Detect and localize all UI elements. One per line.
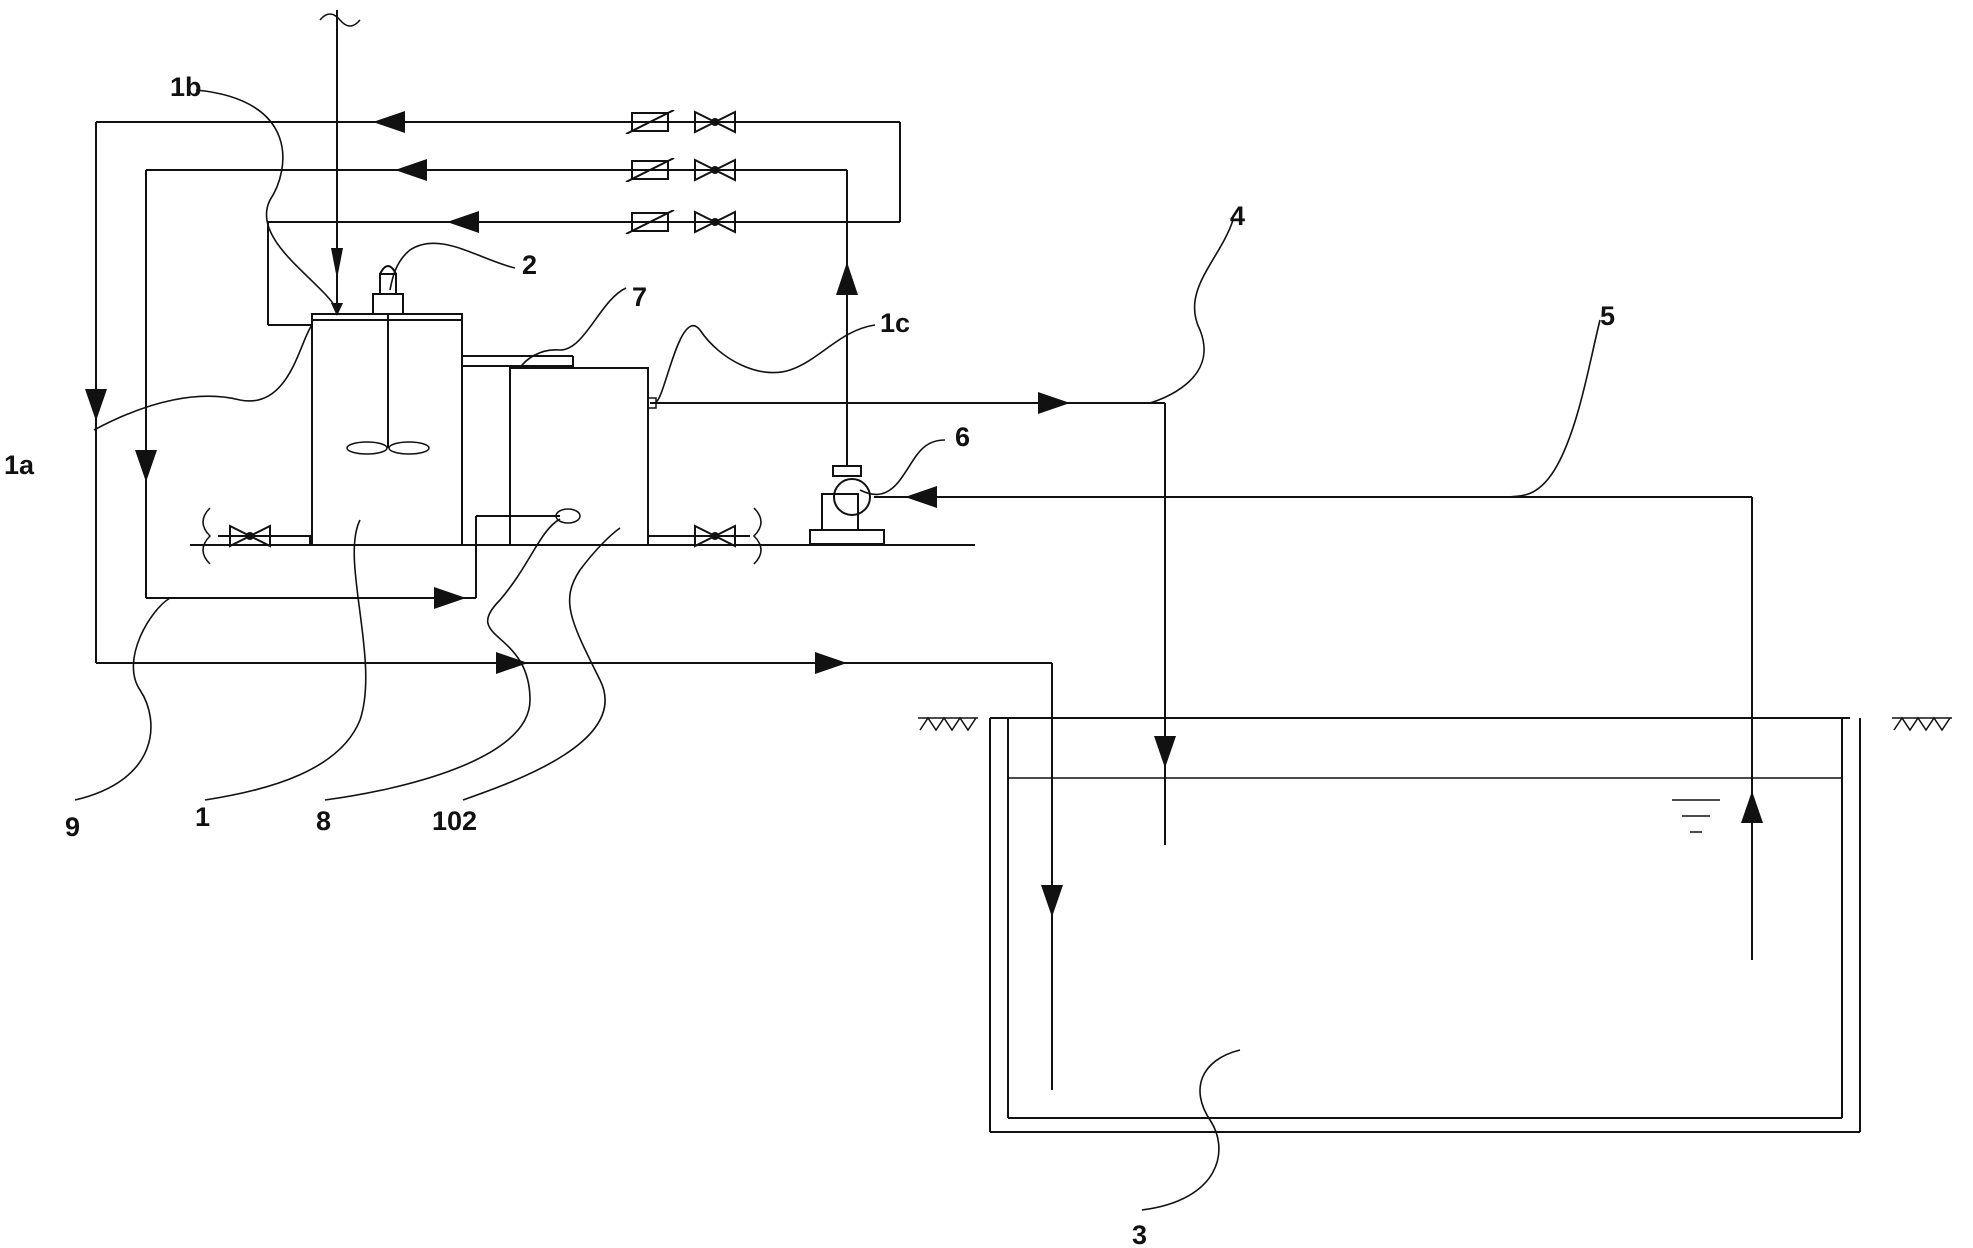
arrow-icon	[496, 652, 528, 674]
flow-arrows	[85, 111, 1763, 917]
label-1b: 1b	[170, 72, 202, 102]
mixing-tank-1	[311, 265, 463, 546]
arrow-icon	[447, 211, 479, 233]
arrow-icon	[434, 587, 466, 609]
supply-line-break	[319, 13, 361, 27]
label-1a: 1a	[4, 450, 35, 480]
label-5: 5	[1600, 301, 1615, 331]
label-4: 4	[1230, 201, 1245, 231]
label-6: 6	[955, 422, 970, 452]
arrow-icon	[905, 486, 937, 508]
callout-labels: 1b 2 7 1c 4 5 6 1a 9 1 8 102 3	[4, 72, 1615, 1248]
ground-hatch-icon	[918, 717, 978, 731]
arrow-icon	[836, 262, 858, 295]
arrow-icon	[373, 111, 405, 133]
arrow-icon	[85, 389, 107, 421]
arrow-icon	[135, 450, 157, 482]
label-8: 8	[316, 806, 331, 836]
arrow-icon	[1041, 885, 1063, 917]
float-8	[555, 508, 581, 524]
storage-tank-102	[509, 367, 657, 546]
valve-group	[229, 110, 736, 547]
ground-hatch-icon	[1892, 717, 1952, 731]
label-9: 9	[65, 812, 80, 842]
tank-102-body	[509, 367, 649, 546]
label-1: 1	[195, 802, 210, 832]
pump-body	[821, 493, 859, 531]
pump-6	[809, 465, 885, 545]
impeller-blade	[346, 441, 388, 455]
label-102: 102	[432, 806, 477, 836]
arrow-icon	[331, 248, 343, 279]
pump-discharge-flange	[832, 465, 862, 477]
impeller-blade	[388, 441, 430, 455]
drain-break-1	[202, 507, 212, 565]
label-2: 2	[522, 250, 537, 280]
leader-lines	[74, 89, 1601, 1211]
arrow-icon	[815, 652, 847, 674]
outlet-1c-nozzle	[647, 397, 657, 409]
label-1c: 1c	[880, 308, 910, 338]
pump-casing	[833, 478, 871, 516]
arrow-icon	[1154, 736, 1176, 768]
agitator-base	[372, 293, 404, 315]
arrow-icon	[1038, 392, 1070, 414]
label-7: 7	[632, 282, 647, 312]
arrow-icon	[395, 159, 427, 181]
drain-break-2	[752, 507, 762, 565]
pool-3	[918, 717, 1952, 1133]
label-3: 3	[1132, 1220, 1147, 1248]
piping	[95, 10, 1753, 1090]
agitator-motor	[379, 273, 397, 295]
pump-base	[809, 529, 885, 545]
arrow-icon	[1741, 791, 1763, 823]
